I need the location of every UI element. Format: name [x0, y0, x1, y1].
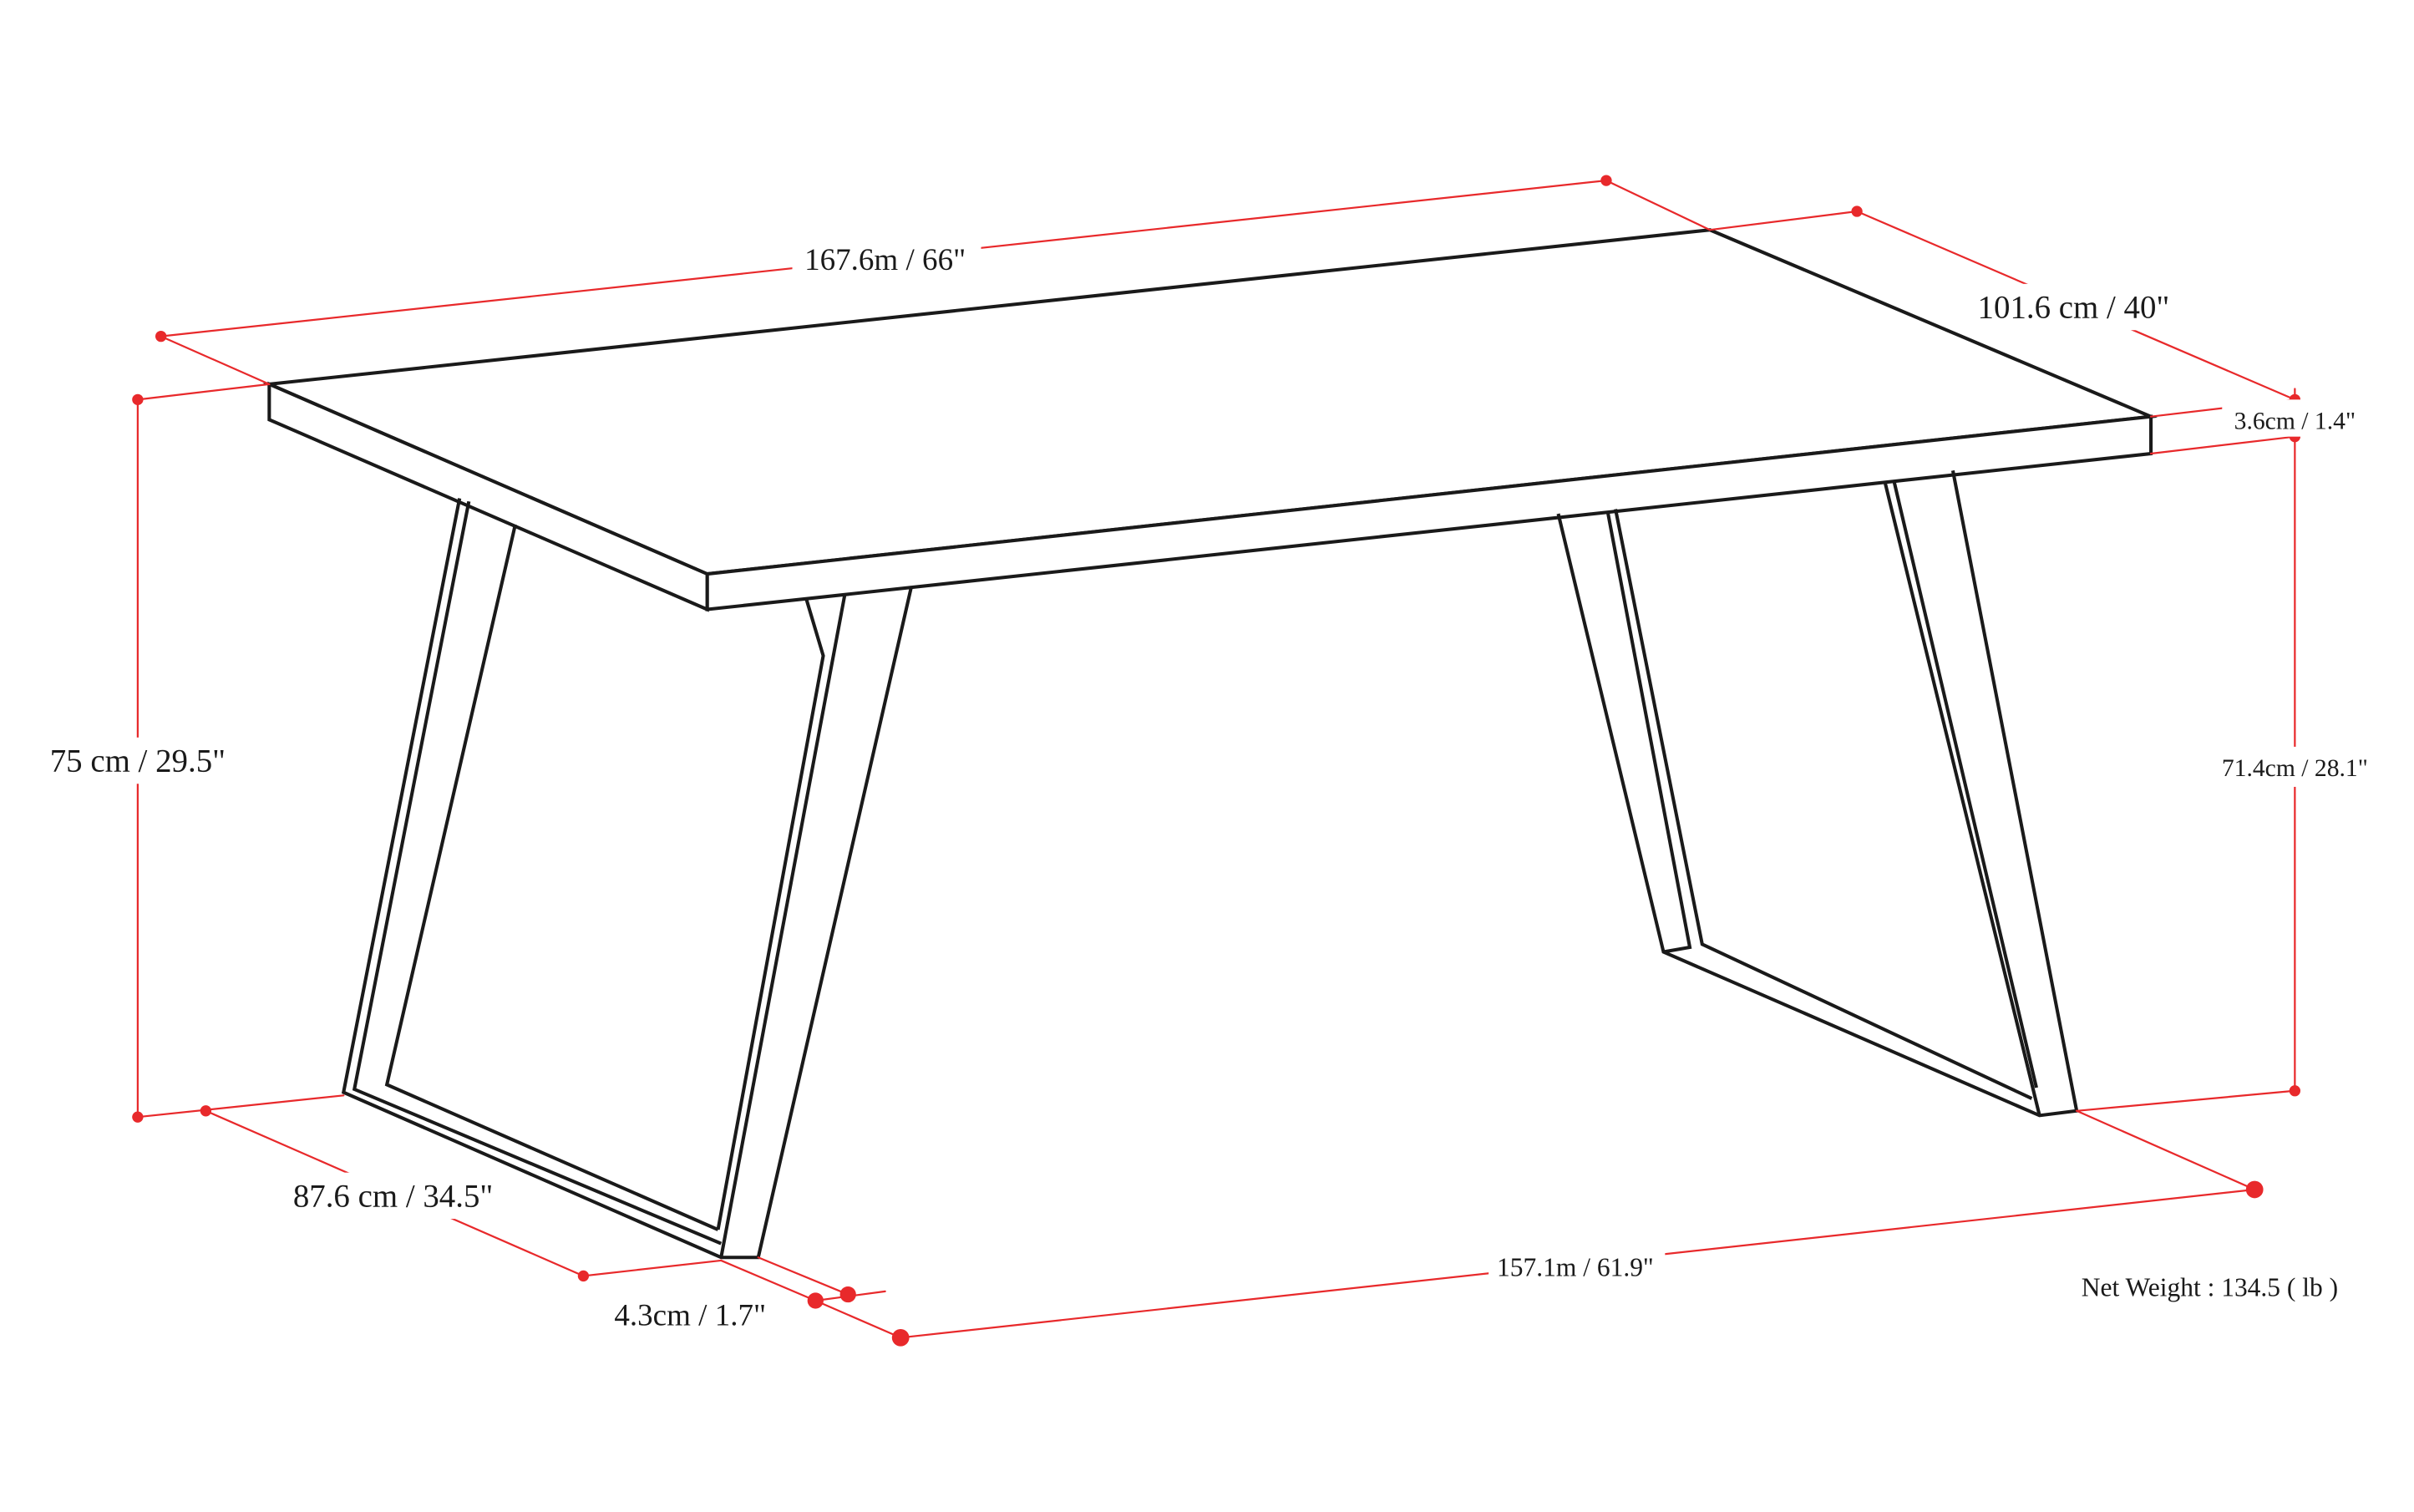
- leg-front-left-inner: [352, 500, 723, 1246]
- label-top-width: 101.6 cm / 40": [1978, 290, 2170, 326]
- leg-back-right-back: [1883, 480, 2041, 1116]
- label-top-length: 167.6m / 66": [804, 243, 966, 277]
- label-leg-height: 71.4cm / 28.1": [2222, 755, 2368, 782]
- label-leg-span: 157.1m / 61.9": [1497, 1252, 1654, 1281]
- label-net-weight: Net Weight : 134.5 ( lb ): [2082, 1272, 2338, 1301]
- leg-back-right-inner-2: [1605, 511, 1692, 954]
- leg-front-left-back: [719, 593, 847, 1258]
- leg-back-right-back-2: [1892, 480, 2038, 1088]
- label-top-thickness: 3.6cm / 1.4": [2234, 408, 2356, 434]
- table-drawing: [262, 228, 2158, 1260]
- leg-front-left-outer: [341, 498, 914, 1260]
- leg-back-right-inner: [1614, 509, 2033, 1100]
- label-backgrounds: [40, 237, 2383, 1337]
- table-top: [262, 228, 2158, 612]
- leg-front-left-inner-2: [384, 524, 719, 1231]
- leg-front-left: [341, 498, 914, 1260]
- table-top-side-edge: [267, 381, 709, 612]
- label-leg-depth: 87.6 cm / 34.5": [293, 1178, 493, 1214]
- label-leg-thickness: 4.3cm / 1.7": [614, 1299, 766, 1333]
- leg-front-left-brace: [716, 598, 825, 1230]
- label-total-height: 75 cm / 29.5": [50, 743, 226, 779]
- leg-back-right: [1556, 469, 2079, 1118]
- dimension-labels: 167.6m / 66" 101.6 cm / 40" 3.6cm / 1.4"…: [50, 243, 2368, 1332]
- leg-back-right-outer: [1556, 469, 2079, 1118]
